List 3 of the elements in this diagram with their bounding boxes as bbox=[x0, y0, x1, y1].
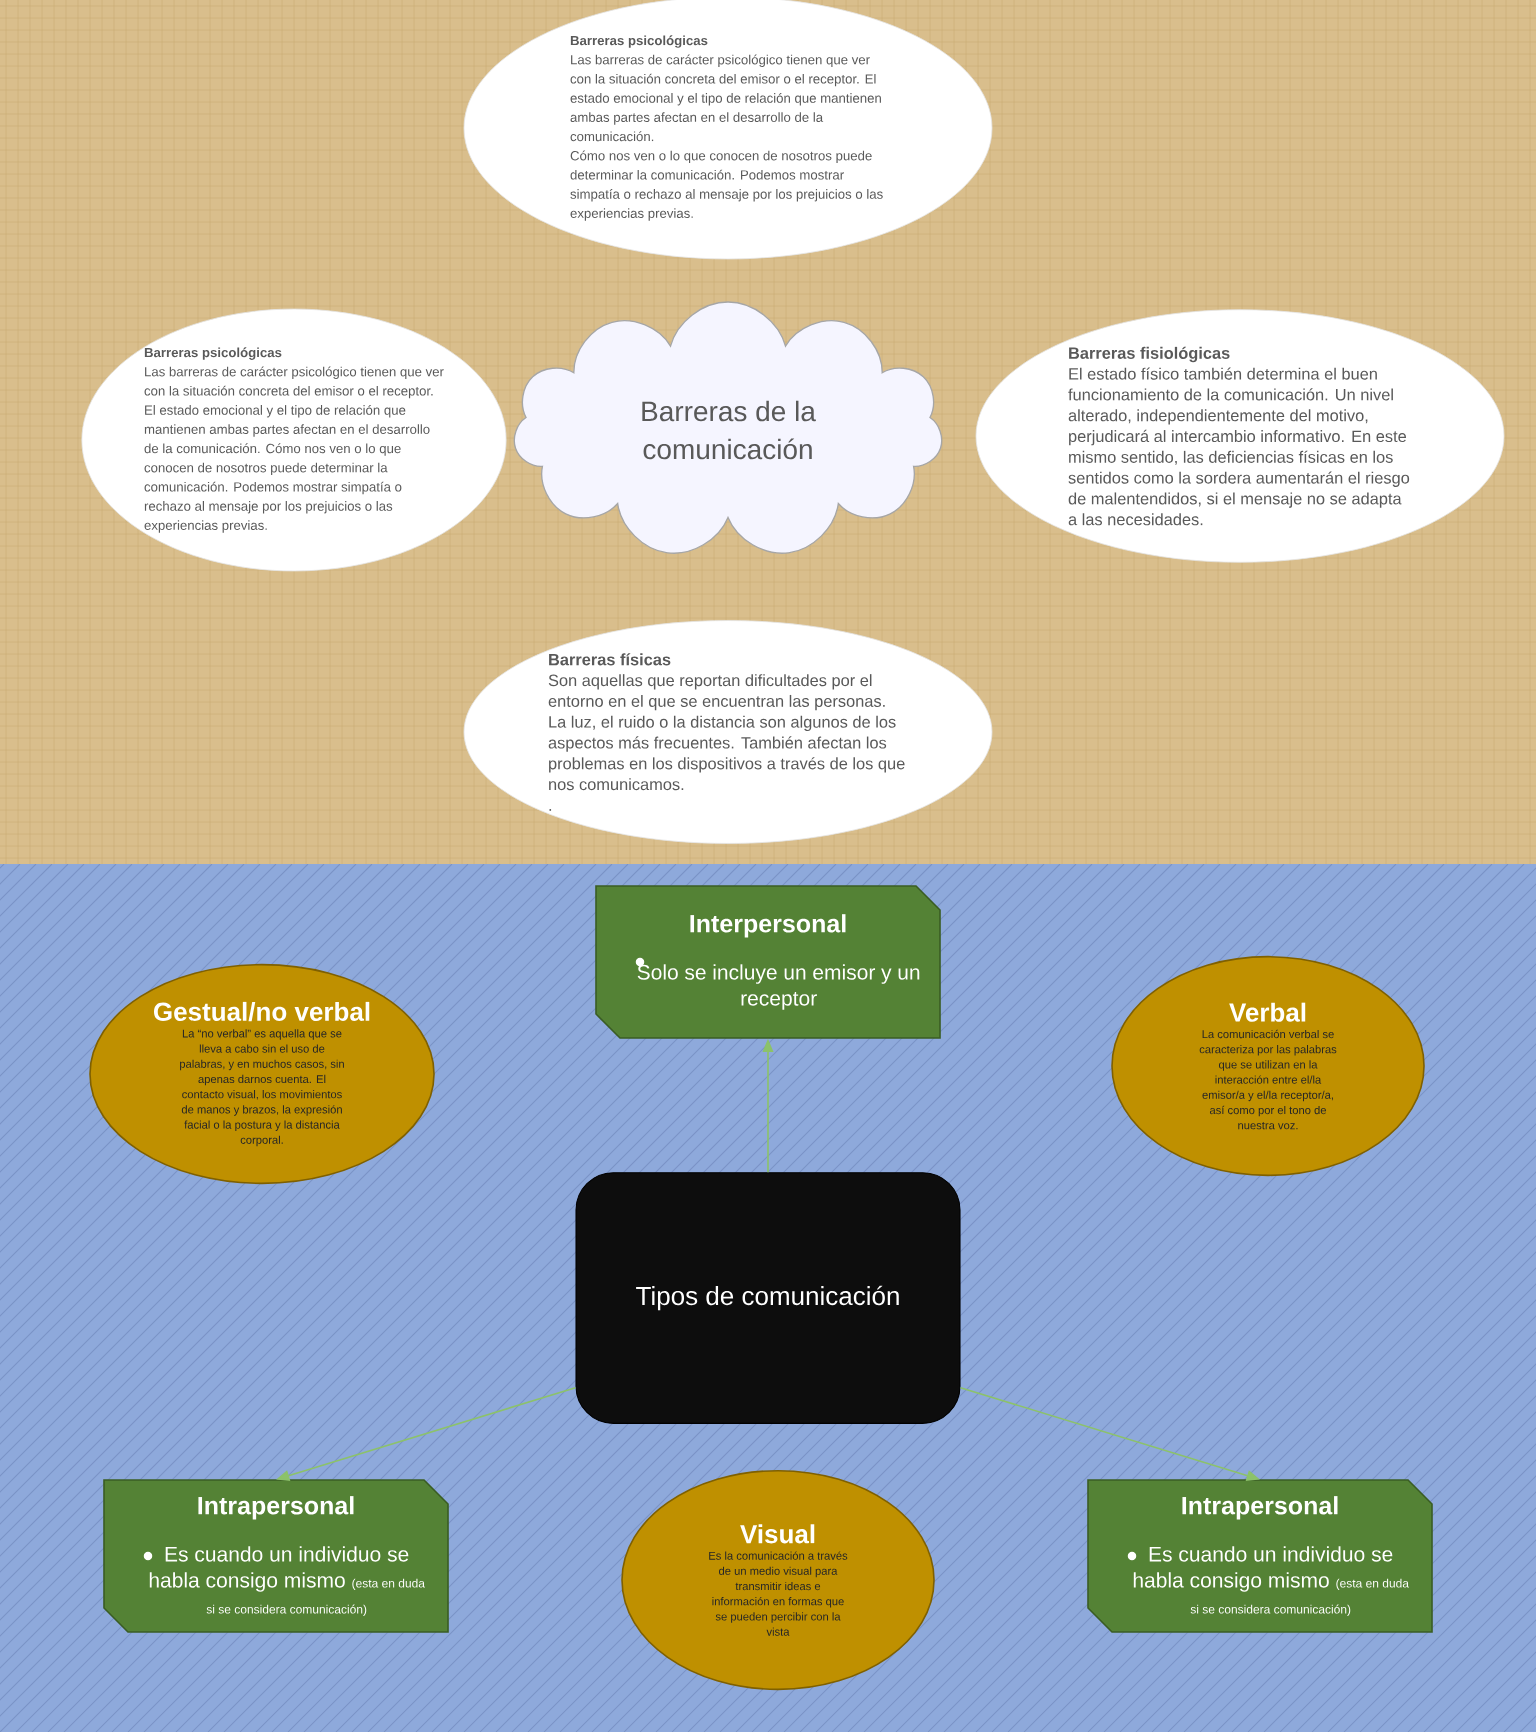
center-box: Tipos de comunicación bbox=[575, 1172, 961, 1424]
snipped-box: Interpersonal Solo se incluye un emisor y un receptor bbox=[595, 885, 941, 1039]
title-cloud: Barreras de la comunicación bbox=[513, 301, 943, 554]
